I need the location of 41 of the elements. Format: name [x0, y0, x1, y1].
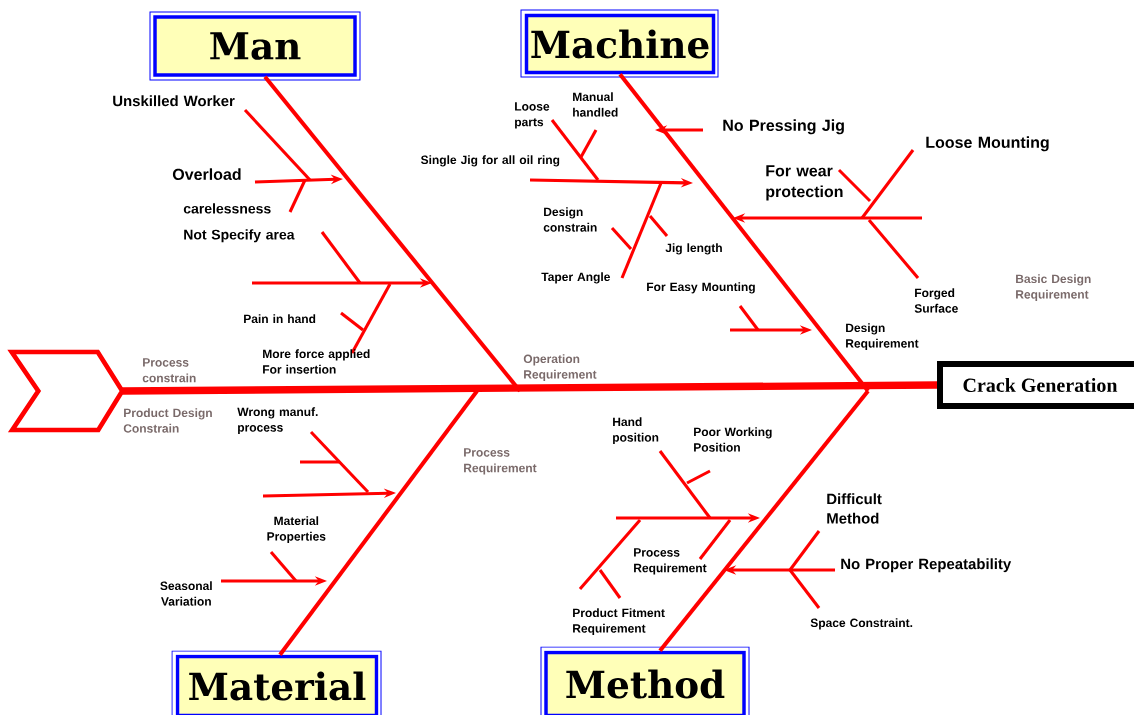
cause-text: carelessness — [183, 203, 271, 214]
cause-text: Manual handled — [573, 92, 618, 117]
bone — [658, 389, 870, 653]
bone — [618, 73, 870, 393]
section-link: Process Requirement — [464, 448, 537, 475]
cause-text: Single Jig for all oil ring — [420, 155, 560, 167]
cause-text: Design constrain — [543, 207, 597, 232]
cause-text: Hand position — [613, 417, 659, 445]
section-link: Process constrain — [142, 358, 196, 383]
cause-text: Jig length — [665, 243, 722, 255]
cause-text: Loose parts — [515, 102, 550, 129]
cause-text: Loose Mounting — [926, 136, 1049, 152]
category-box: Method — [540, 646, 750, 715]
category-box: Material — [171, 650, 382, 715]
cause-text: Forged Surface — [914, 288, 958, 313]
cause-text: Unskilled Worker — [113, 95, 235, 107]
effect-box: Crack Generation — [937, 361, 1134, 409]
cause-text: Product Fitment Requirement — [573, 608, 665, 636]
cause-text: Process Requirement — [634, 548, 707, 575]
cause-text: Seasonal Variation — [160, 581, 212, 606]
cause-text: Difficult Method — [827, 493, 882, 524]
cause-text: No Pressing Jig — [723, 119, 844, 135]
cause-text: More force applied For insertion — [263, 349, 370, 374]
category-box: Machine — [520, 9, 719, 78]
cause-text: Material Properties — [267, 516, 326, 544]
cause-text: Space Constraint. — [810, 618, 913, 630]
cause-text: Design Requirement — [846, 323, 919, 351]
cause-text: Pain in hand — [244, 314, 316, 324]
cause-text: For Easy Mounting — [647, 282, 755, 294]
bone — [278, 389, 479, 656]
bone — [263, 75, 522, 393]
cause-text: For wear protection — [766, 165, 843, 201]
cause-text: No Proper Repeatability — [841, 558, 1012, 573]
cause-text: Overload — [172, 168, 241, 180]
cause-text: Not Specify area — [184, 229, 295, 243]
cause-text: Taper Angle — [541, 272, 610, 284]
category-box: Man — [149, 11, 361, 81]
cause-text: Wrong manuf. process — [237, 407, 318, 435]
section-link: Operation Requirement — [523, 354, 597, 382]
section-link: Basic Design Requirement — [1016, 274, 1091, 302]
cause-text: Poor Working Position — [694, 427, 772, 452]
